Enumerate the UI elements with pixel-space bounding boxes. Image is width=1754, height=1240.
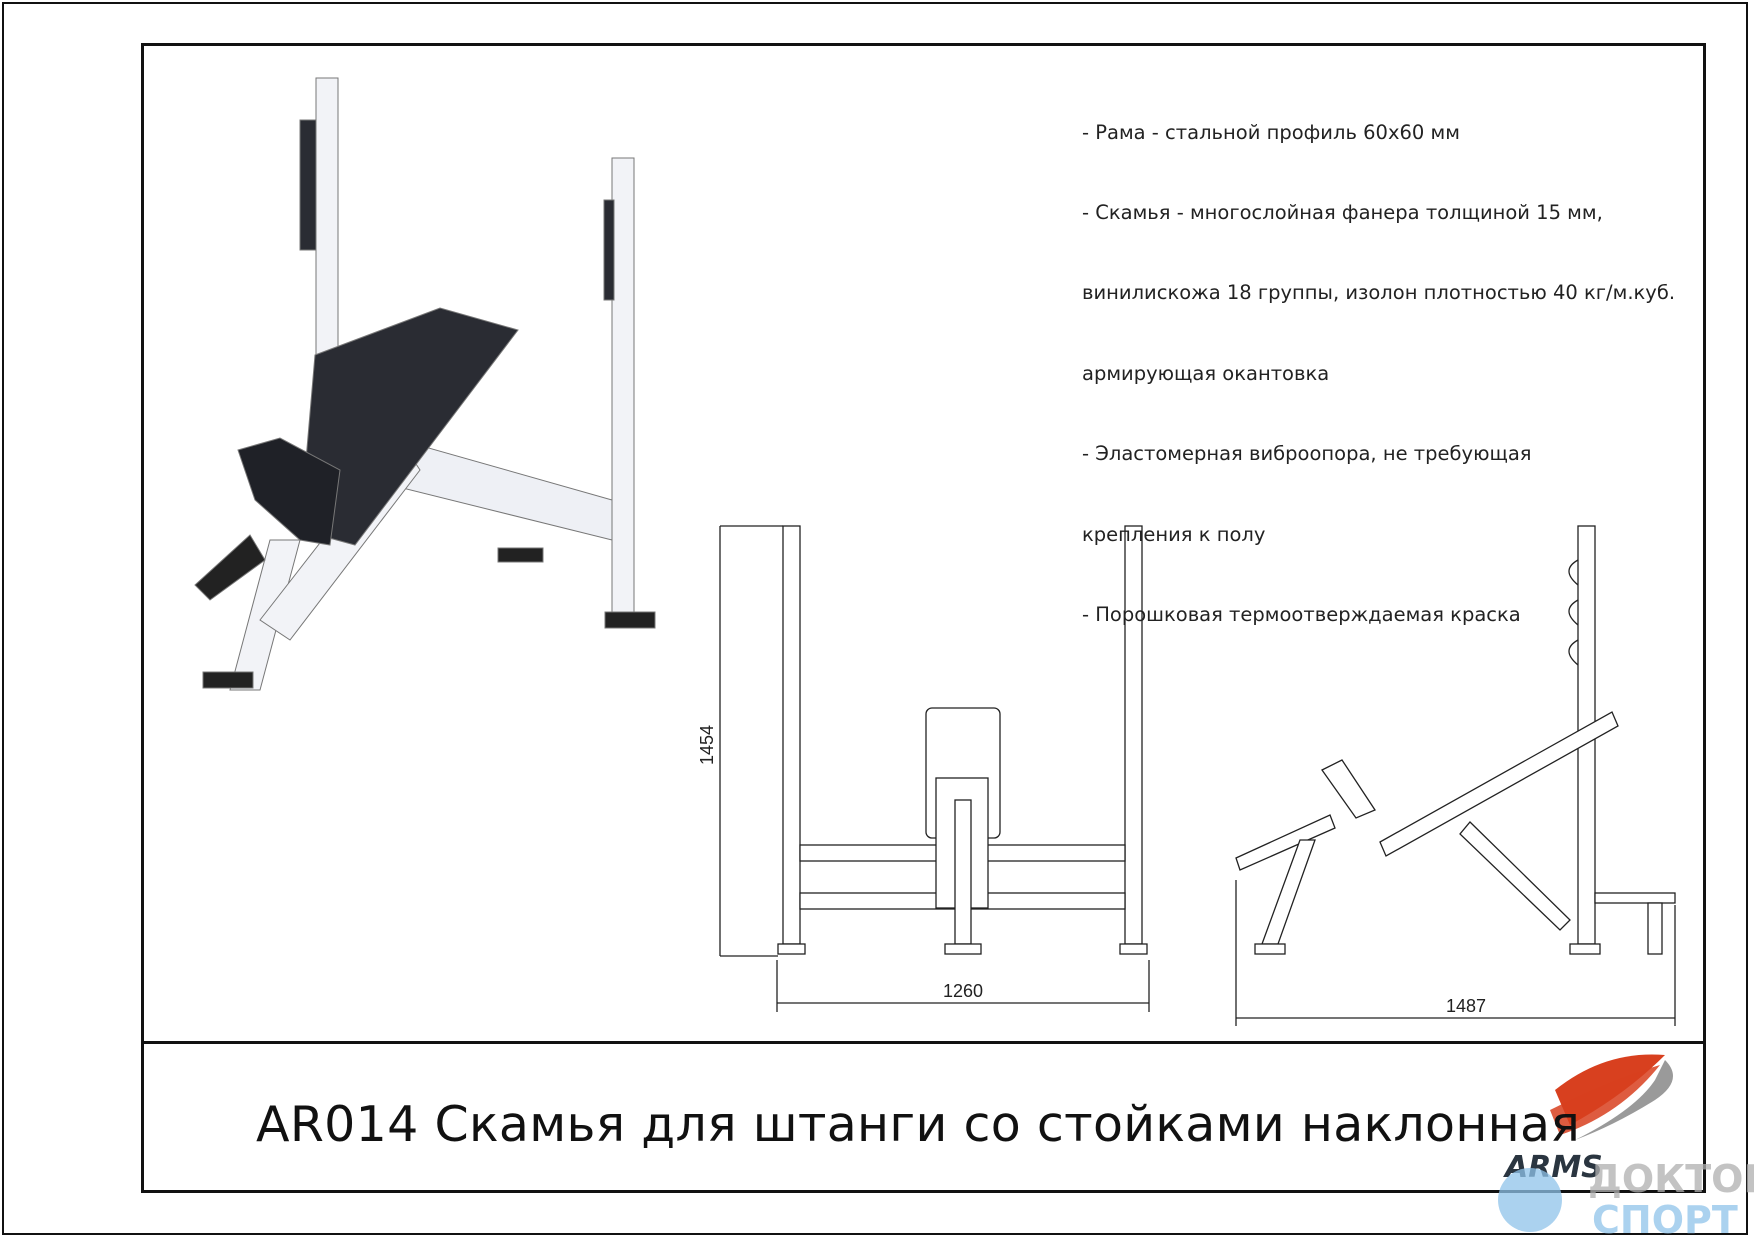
spec-list: - Рама - стальной профиль 60х60 мм - Ска… xyxy=(1082,66,1675,656)
title-divider xyxy=(141,1041,1706,1044)
spec-line: - Рама - стальной профиль 60х60 мм xyxy=(1082,120,1460,144)
spec-line: винилискожа 18 группы, изолон плотностью… xyxy=(1082,281,1676,305)
spec-line: - Скамья - многослойная фанера толщиной … xyxy=(1082,200,1603,224)
page-title: AR014 Скамья для штанги со стойками накл… xyxy=(256,1096,1581,1153)
drawing-frame xyxy=(141,43,1706,1193)
spec-line: - Порошковая термоотверждаемая краска xyxy=(1082,602,1521,626)
spec-line: крепления к полу xyxy=(1082,522,1266,546)
spec-line: армирующая окантовка xyxy=(1082,361,1330,385)
spec-line: - Эластомерная виброопора, не требующая xyxy=(1082,442,1532,466)
